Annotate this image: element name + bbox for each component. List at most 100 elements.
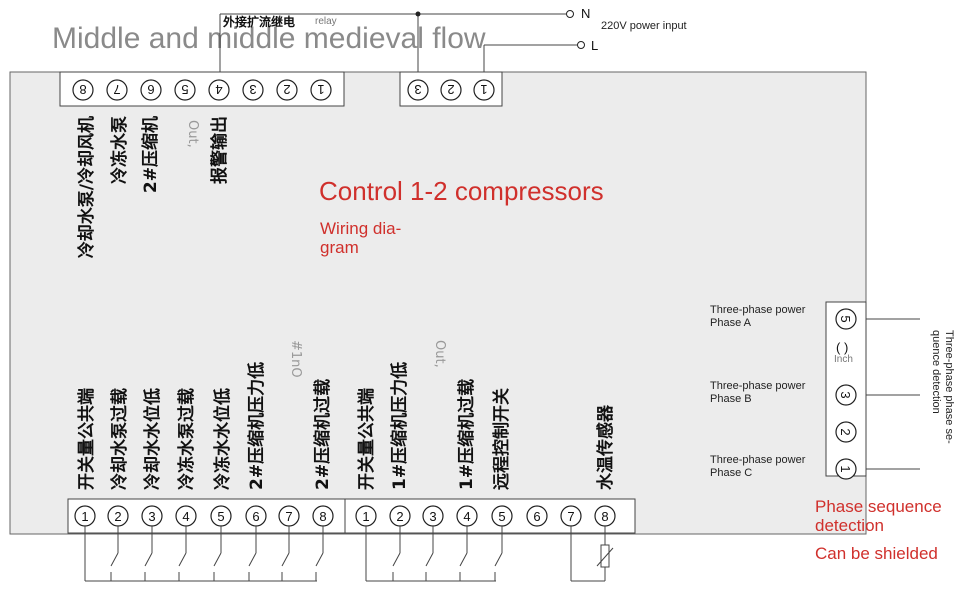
bottom-right-terminal-2: 2 (389, 505, 411, 527)
switch-contact (494, 552, 503, 567)
junction-dot (415, 11, 421, 17)
phase-terminal-3: 3 (835, 384, 857, 406)
bottom-right-terminal-4-label: 4 (463, 509, 470, 524)
bottom-right-terminal-7-label: 7 (567, 509, 574, 524)
top-right-terminal-2: 2 (440, 79, 462, 101)
right-switch-group (365, 526, 503, 582)
l-terminal (577, 41, 585, 49)
bottom-left-terminal-4: 4 (175, 505, 197, 527)
bottom-left-terminal-7: 7 (278, 505, 300, 527)
bottom-right-terminal-1-label: 1 (362, 509, 369, 524)
phase-terminal-3-label: 3 (838, 391, 853, 398)
bottom-label-13: 水温传感器 (595, 404, 616, 490)
bottom-right-terminal-5-label: 5 (498, 509, 505, 524)
bottom-right-terminal-6: 6 (526, 505, 548, 527)
phase-vertical-1: Three-phase phase se- (943, 330, 955, 444)
bottom-left-terminal-8-label: 8 (319, 509, 326, 524)
bottom-label-6: #1nO (288, 340, 303, 378)
bottom-label-7: 2#压缩机过载 (312, 379, 333, 490)
bottom-left-terminal-1: 1 (74, 505, 96, 527)
phase-label-0-line2: Phase A (710, 317, 752, 329)
top-label-2: 2#压缩机 (140, 116, 161, 193)
controller-panel (9, 71, 867, 535)
top-label-4: 报警输出 (209, 116, 230, 184)
bottom-right-terminal-8-label: 8 (601, 509, 608, 524)
switch-contact (144, 552, 153, 567)
bottom-left-terminal-5: 5 (210, 505, 232, 527)
phase-terminal-1-label: 1 (838, 465, 853, 472)
switch-contact (459, 552, 468, 567)
top-left-terminal-2: 2 (276, 79, 298, 101)
bottom-label-12: 远程控制开关 (491, 388, 512, 490)
top-label-0: 冷却水泵/冷却风机 (76, 116, 97, 258)
top-left-terminal-5-label: 5 (181, 82, 188, 97)
top-left-terminal-4-label: 4 (215, 82, 222, 97)
top-right-terminal-1: 1 (473, 79, 495, 101)
bottom-left-terminal-2-label: 2 (114, 509, 121, 524)
top-right-terminal-3: 3 (407, 79, 429, 101)
left-switch-group (84, 526, 324, 582)
main-title: Control 1-2 compressors (319, 176, 604, 206)
top-left-terminal-7: 7 (106, 79, 128, 101)
top-left-terminal-8-label: 8 (79, 82, 86, 97)
bottom-left-terminal-3-label: 3 (148, 509, 155, 524)
top-left-terminal-3: 3 (242, 79, 264, 101)
bottom-label-10: Out, (432, 340, 447, 368)
phase-vertical-2: quence detection (930, 330, 942, 414)
top-left-terminal-block (59, 71, 345, 107)
bottom-label-2: 冷却水水位低 (142, 388, 163, 490)
switch-contact (425, 552, 434, 567)
phase-terminal-1: 1 (835, 458, 857, 480)
phase-label-1-line2: Phase B (710, 393, 752, 405)
bottom-right-terminal-7: 7 (560, 505, 582, 527)
phase-terminal-2-label: 2 (838, 428, 853, 435)
top-label-1: 冷冻水泵 (109, 116, 130, 184)
bottom-left-terminal-7-label: 7 (285, 509, 292, 524)
top-left-terminal-1: 1 (310, 79, 332, 101)
phase-terminal-5: 5 (835, 308, 857, 330)
bottom-left-terminal-3: 3 (141, 505, 163, 527)
phase-seq-line1: Phase sequence (815, 497, 942, 516)
phase-label-0-line1: Three-phase power (710, 304, 806, 316)
phase-terminal-2: 2 (835, 421, 857, 443)
bottom-right-terminal-2-label: 2 (396, 509, 403, 524)
top-left-terminal-7-label: 7 (113, 82, 120, 97)
phase-label-2-line1: Three-phase power (710, 454, 806, 466)
switch-contact (213, 552, 222, 567)
phase-terminal-5-label: 5 (838, 315, 853, 322)
phase-label-2-line2: Phase C (710, 467, 752, 479)
switch-contact (315, 552, 324, 567)
bottom-label-4: 冷冻水水位低 (212, 388, 233, 490)
can-be-shielded: Can be shielded (815, 544, 938, 563)
phase-small-label: Inch (834, 354, 853, 365)
relay-label-en: relay (315, 16, 337, 27)
phase-label-1-line1: Three-phase power (710, 380, 806, 392)
bottom-right-terminal-1: 1 (355, 505, 377, 527)
bottom-left-terminal-6: 6 (245, 505, 267, 527)
bottom-left-terminal-6-label: 6 (252, 509, 259, 524)
top-right-terminal-1-label: 1 (480, 82, 487, 97)
bottom-left-terminal-1-label: 1 (81, 509, 88, 524)
bottom-left-terminal-5-label: 5 (217, 509, 224, 524)
top-left-terminal-6-label: 6 (147, 82, 154, 97)
bottom-label-9: 1#压缩机压力低 (389, 362, 410, 490)
top-label-3: Out, (185, 120, 200, 148)
bottom-label-1: 冷却水泵过载 (109, 388, 130, 490)
phase-seq-line2: detection (815, 516, 884, 535)
top-left-terminal-8: 8 (72, 79, 94, 101)
top-left-terminal-5: 5 (174, 79, 196, 101)
top-left-terminal-2-label: 2 (283, 82, 290, 97)
phase-parens: ( ) (836, 340, 848, 355)
bottom-label-5: 2#压缩机压力低 (246, 362, 267, 490)
bottom-label-3: 冷冻水泵过载 (176, 388, 197, 490)
bottom-right-terminal-block (344, 498, 636, 534)
bottom-label-0: 开关量公共端 (76, 388, 97, 490)
top-right-terminal-3-label: 3 (414, 82, 421, 97)
top-left-terminal-1-label: 1 (317, 82, 324, 97)
bottom-right-terminal-5: 5 (491, 505, 513, 527)
top-left-terminal-3-label: 3 (249, 82, 256, 97)
relay-label-cn: 外接扩流继电 (223, 14, 295, 29)
bottom-right-terminal-6-label: 6 (533, 509, 540, 524)
bottom-left-terminal-2: 2 (107, 505, 129, 527)
switch-contact (392, 552, 401, 567)
